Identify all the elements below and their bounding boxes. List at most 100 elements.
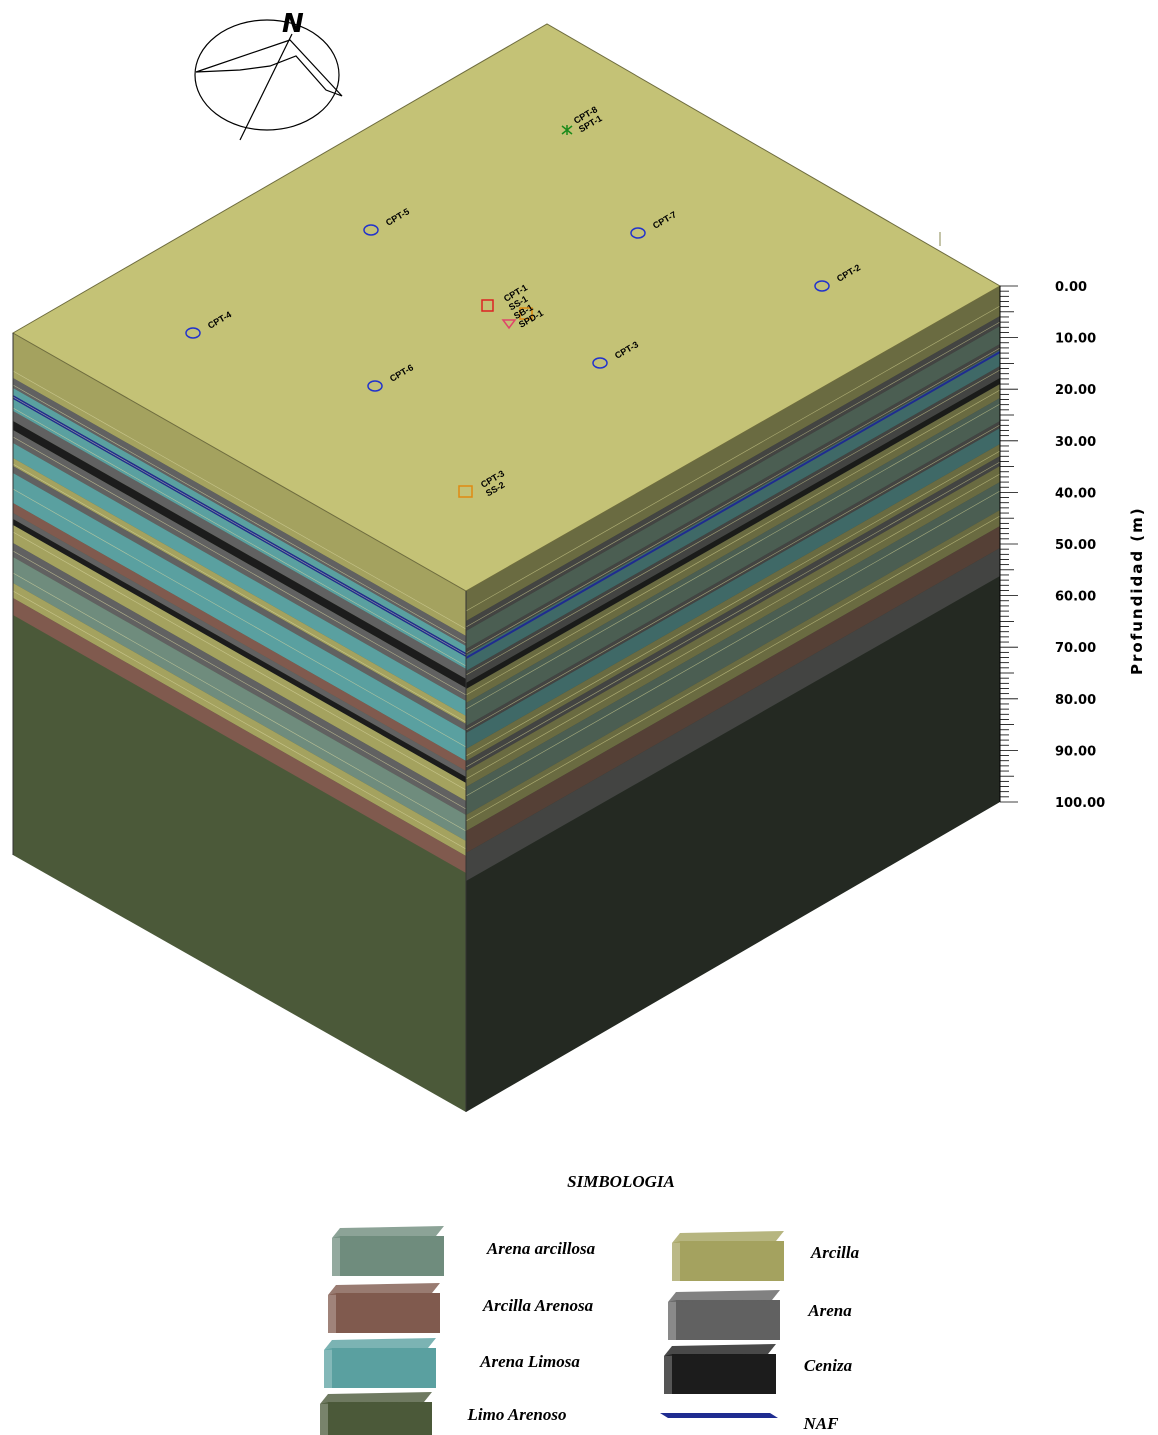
stratum-line <box>12 463 467 723</box>
stratum-line <box>465 424 1001 731</box>
legend-label: NAF <box>803 1414 840 1433</box>
legend-swatch-top <box>664 1344 776 1356</box>
stratum-band <box>466 444 1000 761</box>
depth-tick-label: 50.00 <box>1055 538 1096 553</box>
stratum-band <box>13 333 466 636</box>
legend-swatch-top <box>332 1226 444 1238</box>
stratum-band <box>466 384 1000 703</box>
stratum-line <box>465 473 1001 780</box>
stratum-line <box>12 396 467 656</box>
spt-marker <box>561 125 573 135</box>
stratum-line <box>465 403 1001 710</box>
stratum-line <box>465 305 1001 612</box>
cpt-marker <box>185 327 201 339</box>
legend-swatch <box>328 1402 432 1435</box>
legend-swatch-top <box>324 1338 436 1350</box>
depth-tick-label: 80.00 <box>1055 693 1096 708</box>
spd-marker <box>519 307 533 320</box>
stratum-line <box>12 488 467 748</box>
legend: SIMBOLOGIA Arena arcillosa ArcillaArcilla… <box>320 1172 860 1435</box>
cpt-marker <box>630 227 646 239</box>
stratum-band <box>466 378 1000 689</box>
right-face-strata <box>465 286 1001 1112</box>
stratum-band <box>13 557 466 841</box>
compass-ring <box>194 19 340 131</box>
legend-item: Arena <box>668 1290 852 1340</box>
legend-swatch <box>332 1348 436 1388</box>
stratum-band <box>13 583 466 856</box>
stratum-line <box>12 572 467 832</box>
depth-tick-label: 40.00 <box>1055 486 1096 501</box>
stratum-band <box>466 456 1000 771</box>
stratum-band <box>13 421 466 688</box>
depth-tick-label: 0.00 <box>1055 280 1087 295</box>
legend-label: Arcilla Arenosa <box>482 1296 594 1315</box>
legend-swatch <box>676 1300 780 1340</box>
legend-item: Arcilla Arenosa <box>328 1283 594 1333</box>
cpt-marker <box>592 357 608 369</box>
stratum-band <box>13 466 466 731</box>
stratum-band <box>466 286 1000 621</box>
right-face-shade <box>466 286 1000 1112</box>
legend-swatch <box>336 1293 440 1333</box>
depth-tick-label: 20.00 <box>1055 383 1096 398</box>
legend-swatch-side <box>668 1300 676 1340</box>
stratum-line <box>12 370 467 630</box>
legend-swatch-side <box>672 1241 680 1281</box>
legend-swatch-top <box>320 1392 432 1404</box>
legend-label: Arena Limosa <box>479 1352 580 1371</box>
legend-item: NAF <box>660 1413 839 1433</box>
stratum-line <box>465 369 1001 676</box>
stratum-band <box>466 526 1000 853</box>
cpt-marker <box>814 280 830 292</box>
depth-tick-label: 70.00 <box>1055 641 1096 656</box>
stratum-line <box>465 461 1001 768</box>
stratum-band <box>466 428 1000 749</box>
compass-arrow <box>195 39 343 97</box>
stratum-band <box>13 543 466 815</box>
cpt-square-marker <box>481 299 494 312</box>
naf-line <box>465 351 1001 659</box>
legend-label: Arena <box>807 1301 852 1320</box>
legend-swatch-top <box>672 1231 784 1243</box>
legend-swatch-top <box>328 1283 440 1295</box>
stratum-band <box>13 388 466 653</box>
legend-swatch-side <box>328 1293 336 1333</box>
stratum-band <box>466 350 1000 671</box>
compass-north-label: N <box>282 9 304 39</box>
stratum-line <box>465 515 1001 822</box>
legend-label: Limo Arenoso <box>466 1405 566 1424</box>
stratum-band <box>13 473 466 761</box>
stratum-band <box>466 510 1000 831</box>
stratum-line <box>465 389 1001 696</box>
left-face-strata <box>12 333 467 873</box>
stratum-band <box>13 519 466 783</box>
stratum-band <box>466 421 1000 733</box>
legend-label: Arcilla <box>810 1243 860 1262</box>
stratum-band <box>466 482 1000 815</box>
legend-swatch-side <box>664 1354 672 1394</box>
stratum-band <box>466 548 1000 881</box>
legend-item: Arcilla <box>672 1231 860 1281</box>
stratum-band <box>466 316 1000 631</box>
stratum-band <box>13 378 466 646</box>
legend-label: Arena arcillosa <box>486 1239 596 1258</box>
stratum-band <box>13 430 466 701</box>
depth-tick-label: 30.00 <box>1055 435 1096 450</box>
stratum-line <box>12 384 467 644</box>
stratum-band <box>13 513 466 777</box>
legend-swatch-side <box>332 1236 340 1276</box>
legend-label: Ceniza <box>804 1356 853 1375</box>
legend-title: SIMBOLOGIA <box>567 1172 675 1191</box>
depth-tick-label: 90.00 <box>1055 744 1096 759</box>
legend-swatch <box>680 1241 784 1281</box>
stratum-band <box>13 598 466 873</box>
stratum-line <box>12 590 467 850</box>
stratum-line <box>12 436 467 696</box>
stratum-band <box>13 503 466 771</box>
stratum-line <box>465 450 1001 757</box>
depth-tick-label: 60.00 <box>1055 590 1096 605</box>
legend-item: Limo Arenoso <box>320 1392 567 1435</box>
compass-needle <box>239 33 293 141</box>
